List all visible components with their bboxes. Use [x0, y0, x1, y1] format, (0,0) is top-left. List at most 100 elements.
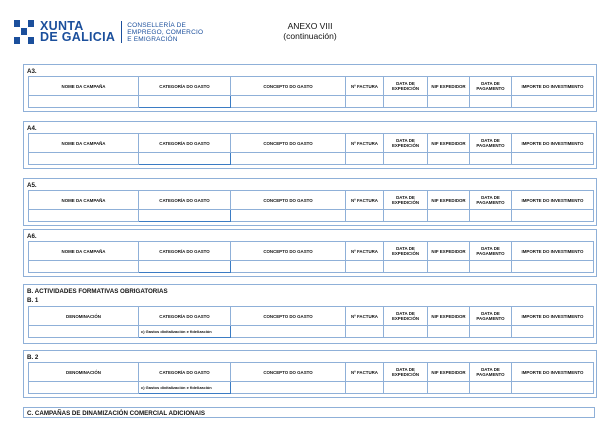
col-header: DATA DE PAGAMENTO: [469, 133, 512, 153]
investment-amount-field[interactable]: [511, 325, 594, 338]
concept-field[interactable]: [230, 381, 346, 394]
investment-amount-field[interactable]: [511, 152, 594, 165]
issuer-nif-field[interactable]: [427, 209, 470, 222]
col-header: NIF EXPEDIDOR: [427, 133, 470, 153]
section-c: C. CAMPAÑAS DE DINAMIZACIÓN COMERCIAL AD…: [23, 407, 595, 418]
invoice-number-field[interactable]: [345, 95, 384, 108]
issuer-nif-field[interactable]: [427, 260, 470, 273]
payment-date-field[interactable]: [469, 209, 512, 222]
category-field[interactable]: [138, 95, 231, 108]
col-header: DATA DE PAGAMENTO: [469, 306, 512, 326]
issuer-nif-field[interactable]: [427, 95, 470, 108]
expense-table: NOME DA CAMPAÑA CATEGORÍA DO GASTO CONCE…: [28, 133, 594, 165]
category-field[interactable]: [138, 209, 231, 222]
category-field[interactable]: c) Gastos dixitalización e fidelización: [138, 381, 231, 394]
investment-amount-field[interactable]: [511, 95, 594, 108]
issue-date-field[interactable]: [383, 325, 428, 338]
issuer-nif-field[interactable]: [427, 381, 470, 394]
denomination-field[interactable]: [28, 325, 139, 338]
invoice-number-field[interactable]: [345, 325, 384, 338]
section-b: B. ACTIVIDADES FORMATIVAS OBRIGATORIAS B…: [23, 284, 597, 344]
concept-field[interactable]: [230, 95, 346, 108]
subsection-title: B. 1: [27, 297, 39, 304]
col-header: CATEGORÍA DO GASTO: [138, 306, 231, 326]
invoice-number-field[interactable]: [345, 260, 384, 273]
issue-date-field[interactable]: [383, 209, 428, 222]
col-header: DATA DE EXPEDICIÓN: [383, 306, 428, 326]
col-header: Nº FACTURA: [345, 133, 384, 153]
col-header: DATA DE EXPEDICIÓN: [383, 133, 428, 153]
section-a5: A5. NOME DA CAMPAÑA CATEGORÍA DO GASTO C…: [23, 178, 597, 226]
issuer-nif-field[interactable]: [427, 152, 470, 165]
col-header: IMPORTE DO INVESTIMENTO: [511, 190, 594, 210]
expense-table: NOME DA CAMPAÑA CATEGORÍA DO GASTO CONCE…: [28, 76, 594, 108]
payment-date-field[interactable]: [469, 152, 512, 165]
category-field[interactable]: [138, 152, 231, 165]
invoice-number-field[interactable]: [345, 209, 384, 222]
col-header: DATA DE EXPEDICIÓN: [383, 76, 428, 96]
section-a4: A4. NOME DA CAMPAÑA CATEGORÍA DO GASTO C…: [23, 121, 597, 169]
col-header: CATEGORÍA DO GASTO: [138, 362, 231, 382]
col-header: CONCEPTO DO GASTO: [230, 133, 346, 153]
col-header: Nº FACTURA: [345, 190, 384, 210]
concept-field[interactable]: [230, 260, 346, 273]
payment-date-field[interactable]: [469, 260, 512, 273]
category-field[interactable]: c) Gastos dixitalización e fidelización: [138, 325, 231, 338]
col-header: NOME DA CAMPAÑA: [28, 76, 139, 96]
investment-amount-field[interactable]: [511, 260, 594, 273]
campaign-name-field[interactable]: [28, 209, 139, 222]
issuer-nif-field[interactable]: [427, 325, 470, 338]
expense-table: NOME DA CAMPAÑA CATEGORÍA DO GASTO CONCE…: [28, 190, 594, 222]
section-title: B. 2: [27, 354, 39, 361]
campaign-name-field[interactable]: [28, 260, 139, 273]
section-a6: A6. NOME DA CAMPAÑA CATEGORÍA DO GASTO C…: [23, 229, 597, 277]
section-title: B. ACTIVIDADES FORMATIVAS OBRIGATORIAS: [27, 288, 168, 295]
section-title: A5.: [27, 182, 37, 189]
col-header: DATA DE PAGAMENTO: [469, 241, 512, 261]
col-header: CONCEPTO DO GASTO: [230, 306, 346, 326]
payment-date-field[interactable]: [469, 95, 512, 108]
payment-date-field[interactable]: [469, 325, 512, 338]
org-name: XUNTA DE GALICIA: [40, 19, 116, 44]
col-header: DATA DE PAGAMENTO: [469, 190, 512, 210]
category-field[interactable]: [138, 260, 231, 273]
col-header: DATA DE EXPEDICIÓN: [383, 362, 428, 382]
invoice-number-field[interactable]: [345, 152, 384, 165]
col-header: NOME DA CAMPAÑA: [28, 133, 139, 153]
campaign-name-field[interactable]: [28, 152, 139, 165]
xunta-crest-icon: [14, 20, 34, 44]
issue-date-field[interactable]: [383, 381, 428, 394]
col-header: DATA DE EXPEDICIÓN: [383, 190, 428, 210]
col-header: DENOMINACIÓN: [28, 362, 139, 382]
col-header: NIF EXPEDIDOR: [427, 241, 470, 261]
col-header: NOME DA CAMPAÑA: [28, 241, 139, 261]
col-header: DATA DE PAGAMENTO: [469, 362, 512, 382]
col-header: IMPORTE DO INVESTIMENTO: [511, 76, 594, 96]
denomination-field[interactable]: [28, 381, 139, 394]
col-header: CATEGORÍA DO GASTO: [138, 190, 231, 210]
concept-field[interactable]: [230, 152, 346, 165]
issue-date-field[interactable]: [383, 260, 428, 273]
col-header: IMPORTE DO INVESTIMENTO: [511, 362, 594, 382]
col-header: CONCEPTO DO GASTO: [230, 76, 346, 96]
issue-date-field[interactable]: [383, 95, 428, 108]
col-header: DATA DE PAGAMENTO: [469, 76, 512, 96]
invoice-number-field[interactable]: [345, 381, 384, 394]
col-header: DATA DE EXPEDICIÓN: [383, 241, 428, 261]
training-table: DENOMINACIÓN CATEGORÍA DO GASTO CONCEPTO…: [28, 362, 594, 394]
concept-field[interactable]: [230, 209, 346, 222]
col-header: CONCEPTO DO GASTO: [230, 190, 346, 210]
col-header: NOME DA CAMPAÑA: [28, 190, 139, 210]
section-title: C. CAMPAÑAS DE DINAMIZACIÓN COMERCIAL AD…: [27, 410, 205, 417]
payment-date-field[interactable]: [469, 381, 512, 394]
department-name: CONSELLERÍA DE EMPREGO, COMERCIO E EMIGR…: [127, 21, 204, 43]
xunta-logo: XUNTA DE GALICIA CONSELLERÍA DE EMPREGO,…: [14, 20, 203, 44]
col-header: NIF EXPEDIDOR: [427, 76, 470, 96]
concept-field[interactable]: [230, 325, 346, 338]
section-b2: B. 2 DENOMINACIÓN CATEGORÍA DO GASTO CON…: [23, 350, 597, 398]
issue-date-field[interactable]: [383, 152, 428, 165]
investment-amount-field[interactable]: [511, 381, 594, 394]
col-header: Nº FACTURA: [345, 306, 384, 326]
campaign-name-field[interactable]: [28, 95, 139, 108]
investment-amount-field[interactable]: [511, 209, 594, 222]
